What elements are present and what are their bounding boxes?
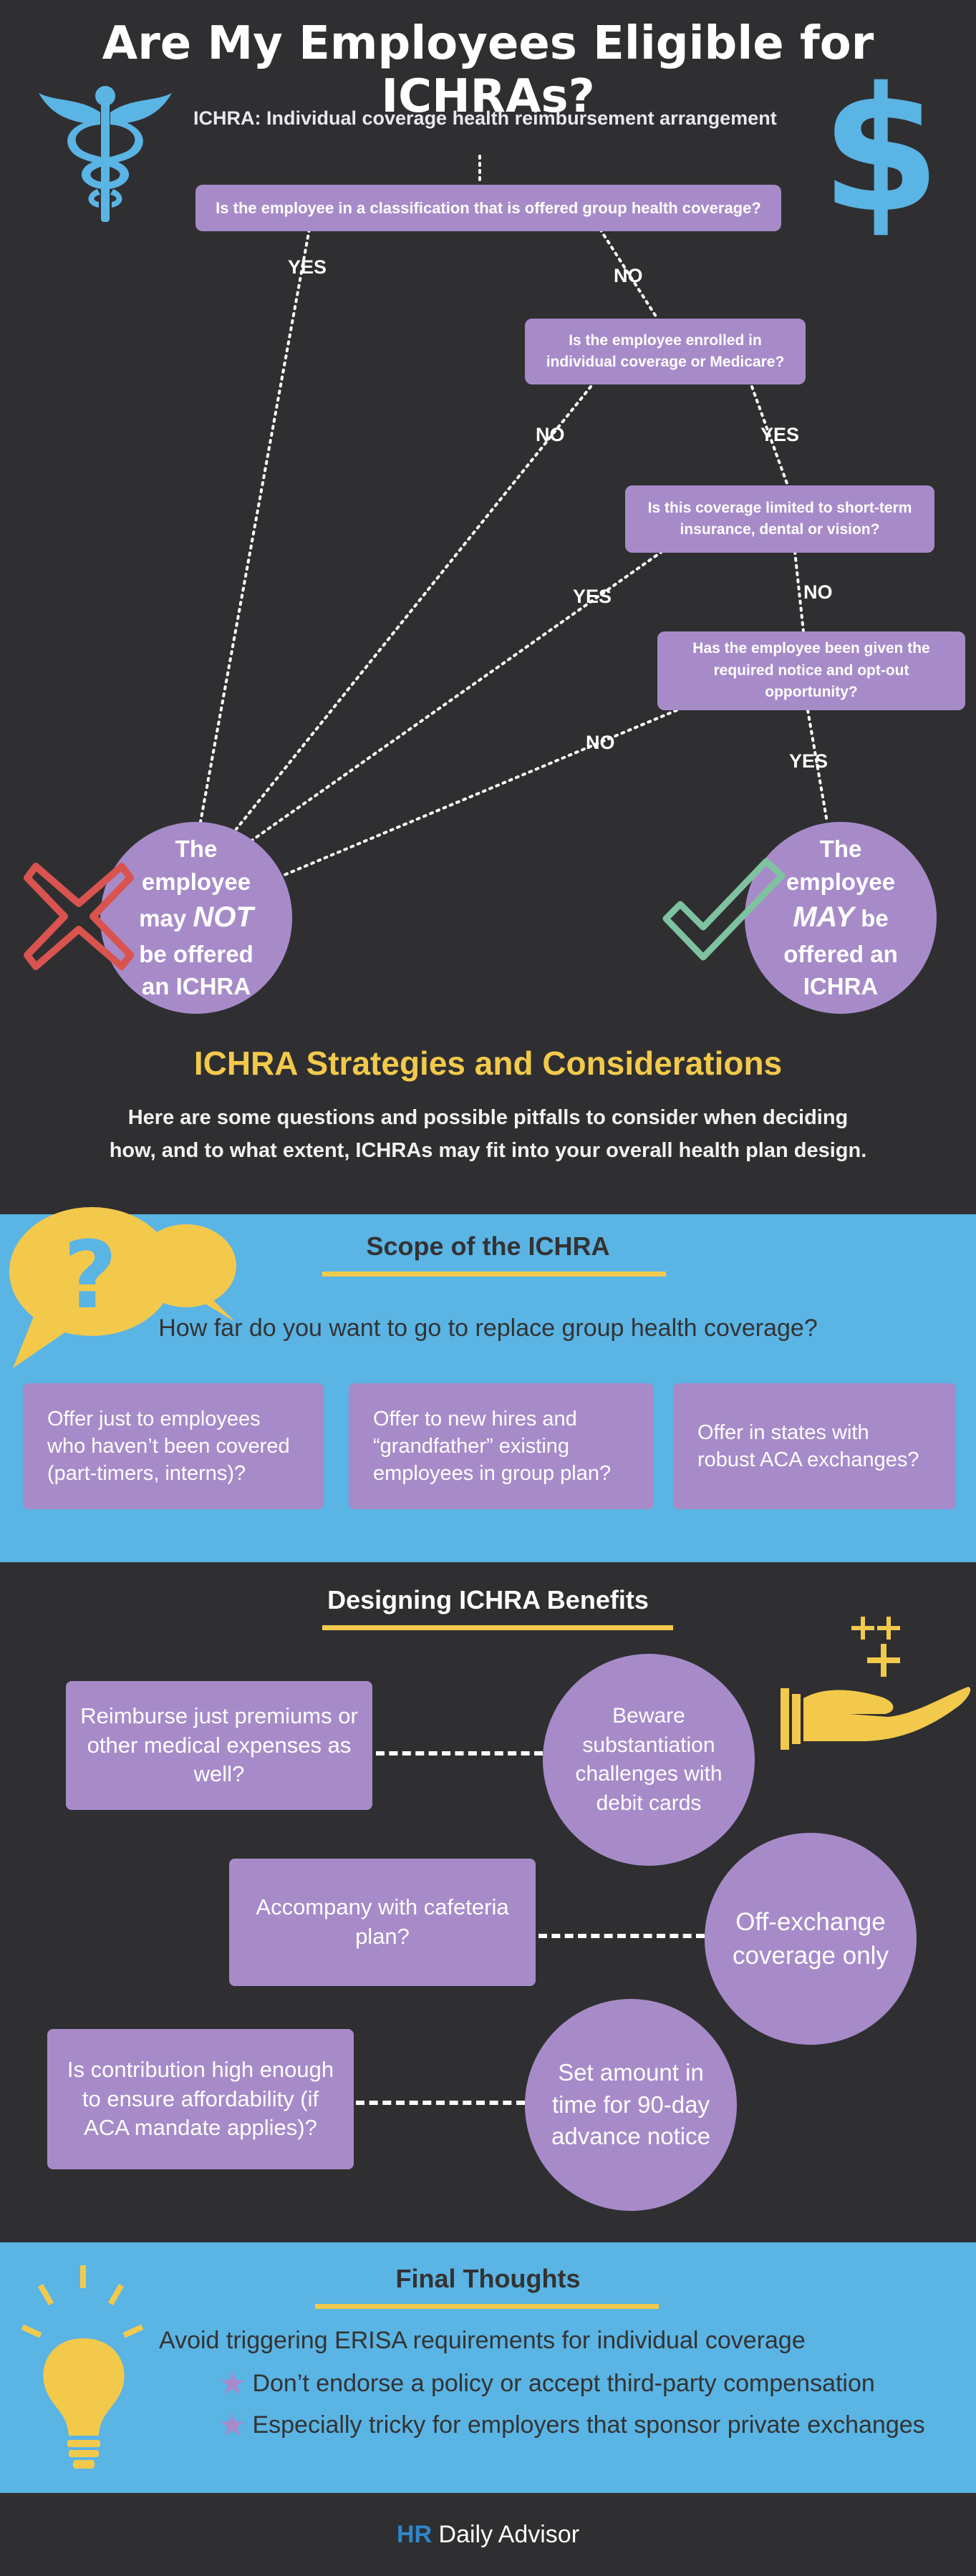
- dollar-icon: $: [821, 50, 941, 251]
- final-section: Final Thoughts Avoid triggering ERISA re…: [0, 2242, 976, 2493]
- designing-box-reimburse: Reimburse just premiums or other medical…: [66, 1681, 372, 1810]
- outcome-not-line4: be offered: [139, 940, 253, 967]
- label-q2-no: NO: [536, 424, 565, 445]
- footer: HR Daily Advisor: [0, 2493, 976, 2576]
- outcome-not-eligible: The employee may NOT be offered an ICHRA: [100, 822, 292, 1014]
- designing-title-underline: [322, 1625, 673, 1630]
- label-q1-yes: YES: [288, 256, 327, 278]
- caduceus-icon: [37, 80, 173, 223]
- lightbulb-icon: [21, 2265, 144, 2469]
- final-bullet-exchanges: ★Especially tricky for employers that sp…: [218, 2407, 925, 2444]
- strategies-subtitle: Here are some questions and possible pit…: [0, 1101, 976, 1168]
- strategies-subtitle-line1: Here are some questions and possible pit…: [127, 1106, 849, 1129]
- footer-logo-hr: HR: [396, 2520, 433, 2548]
- label-q3-no: NO: [803, 581, 833, 603]
- x-mark-icon: [24, 863, 134, 970]
- scope-section: ? Scope of the ICHRA How far do you want…: [0, 1207, 976, 1562]
- outcome-may-line1: The: [819, 836, 862, 863]
- final-title: Final Thoughts: [395, 2264, 581, 2293]
- question-speech-bubbles-icon: ?: [9, 1207, 236, 1368]
- designing-circle-substantiation: Beware substantiation challenges with de…: [543, 1654, 755, 1866]
- connector-q4-no: [278, 709, 678, 878]
- label-q2-yes: YES: [760, 424, 800, 445]
- connector-q1-yes: [199, 228, 311, 823]
- designing-box-cafeteria: Accompany with cafeteria plan?: [229, 1859, 536, 1986]
- question-classification: Is the employee in a classification that…: [195, 185, 781, 231]
- designing-connector-1: [376, 1751, 543, 1756]
- scope-title: Scope of the ICHRA: [366, 1231, 610, 1261]
- scope-card-part-timers: Offer just to employees who haven’t been…: [23, 1383, 324, 1509]
- label-q3-yes: YES: [573, 586, 612, 607]
- designing-connector-3: [356, 2101, 525, 2105]
- final-bullet-endorse: ★Don’t endorse a policy or accept third-…: [218, 2366, 875, 2402]
- outcome-may-emphasis: MAY: [793, 901, 855, 934]
- outcome-not-line5: an ICHRA: [141, 973, 251, 1000]
- connector-q3-no: [793, 550, 805, 633]
- footer-logo-text: Daily Advisor: [432, 2520, 580, 2548]
- designing-circle-advance-notice: Set amount in time for 90-day advance no…: [525, 1999, 737, 2211]
- star-bullet-icon: ★: [218, 2408, 247, 2443]
- scope-question: How far do you want to go to replace gro…: [158, 1314, 818, 1342]
- final-title-underline: [315, 2304, 659, 2309]
- connector-q4-yes: [806, 709, 828, 823]
- label-q4-yes: YES: [789, 750, 828, 772]
- scope-card-new-hires: Offer to new hires and “grandfather” exi…: [349, 1383, 654, 1509]
- question-notice-optout: Has the employee been given the required…: [657, 631, 965, 710]
- footer-logo[interactable]: HR Daily Advisor: [397, 2521, 579, 2549]
- outcome-not-line2: employee: [141, 868, 251, 895]
- outcome-not-may: may: [139, 905, 193, 932]
- designing-connector-2: [538, 1934, 705, 1938]
- check-mark-icon: [662, 858, 786, 961]
- connector-q2-no: [235, 385, 592, 831]
- connector-q2-yes: [750, 385, 789, 487]
- question-limited-coverage: Is this coverage limited to short-term i…: [625, 485, 934, 553]
- connector-q3-yes: [249, 550, 664, 843]
- label-q1-no: NO: [614, 265, 643, 286]
- connector-q1-no: [599, 228, 659, 320]
- outcome-may-line4: offered an: [783, 940, 898, 967]
- outcome-eligible: The employee MAY be offered an ICHRA: [745, 822, 937, 1014]
- outcome-not-line1: The: [175, 836, 218, 863]
- designing-section: Designing ICHRA Benefits Reimburse just …: [0, 1562, 976, 2242]
- final-lead: Avoid triggering ERISA requirements for …: [159, 2327, 806, 2354]
- designing-title: Designing ICHRA Benefits: [327, 1585, 649, 1614]
- final-bullet-exchanges-text: Especially tricky for employers that spo…: [252, 2411, 925, 2439]
- hand-sparkle-icon: [781, 1617, 971, 1750]
- designing-box-contribution: Is contribution high enough to ensure af…: [47, 2029, 354, 2169]
- question-individual-coverage: Is the employee enrolled in individual c…: [525, 319, 806, 384]
- scope-title-underline: [322, 1272, 666, 1277]
- outcome-may-line5: ICHRA: [803, 973, 879, 1000]
- star-bullet-icon: ★: [218, 2366, 247, 2401]
- strategies-subtitle-line2: how, and to what extent, ICHRAs may fit …: [109, 1139, 867, 1163]
- label-q4-no: NO: [586, 732, 615, 753]
- flow-connectors: [199, 155, 828, 878]
- designing-circle-off-exchange: Off-exchange coverage only: [705, 1833, 917, 2045]
- outcome-may-be: be: [854, 905, 889, 932]
- scope-card-states: Offer in states with robust ACA exchange…: [673, 1383, 956, 1509]
- svg-text:?: ?: [63, 1221, 117, 1330]
- outcome-not-emphasis: NOT: [193, 901, 253, 934]
- outcome-may-line2: employee: [786, 868, 896, 895]
- page-title: Are My Employees Eligible for ICHRAs?: [102, 17, 874, 123]
- strategies-title: ICHRA Strategies and Considerations: [193, 1045, 783, 1082]
- subtitle: ICHRA: Individual coverage health reimbu…: [193, 107, 777, 129]
- final-bullet-endorse-text: Don’t endorse a policy or accept third-p…: [252, 2370, 875, 2397]
